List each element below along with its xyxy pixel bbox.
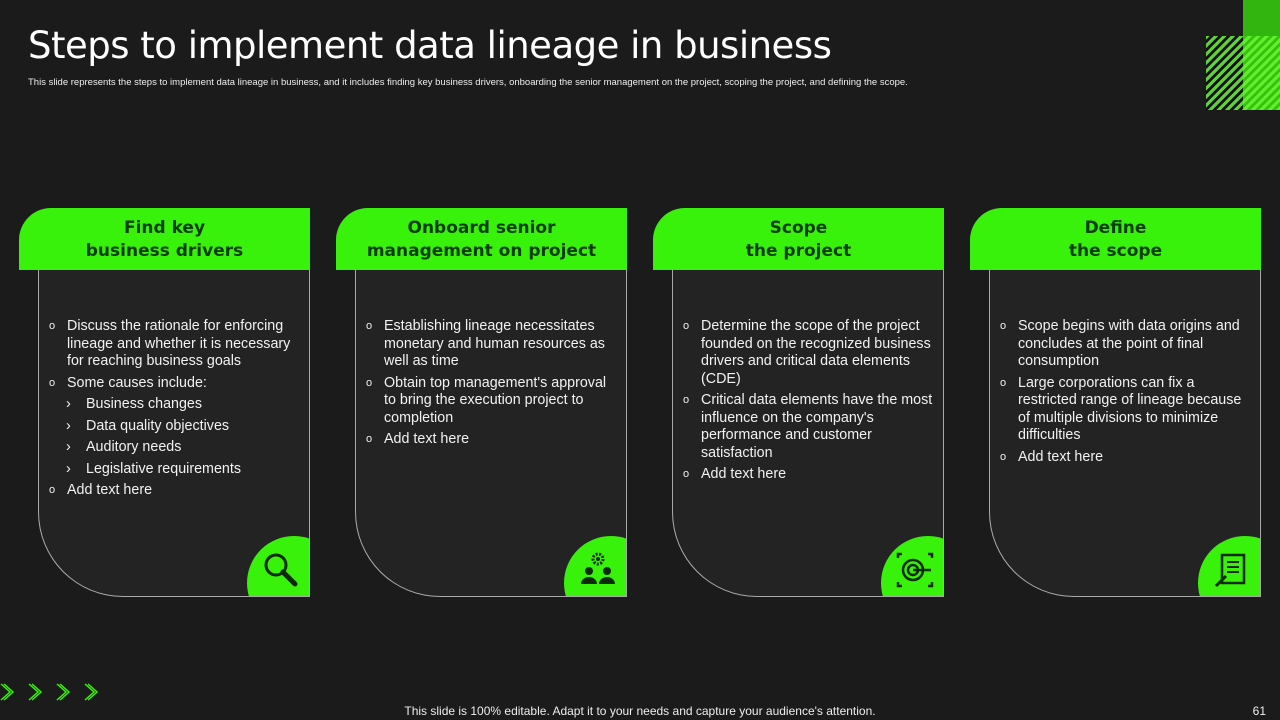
list-item: Add text here — [366, 431, 618, 449]
card-title-line1: Find key — [123, 218, 206, 238]
sub-list-item: Data quality objectives — [49, 418, 301, 436]
list-item: Scope begins with data origins and concl… — [1000, 318, 1252, 371]
card-body: Scope begins with data origins and concl… — [989, 270, 1261, 597]
magnifier-icon — [264, 553, 298, 587]
team-gear-icon — [581, 552, 615, 584]
list-item: Add text here — [49, 482, 301, 500]
document-pen-icon — [1214, 553, 1246, 588]
card-find-drivers: Find key business drivers Discuss the rat… — [19, 208, 311, 598]
card-define-scope: Define the scope Scope begins with data o… — [970, 208, 1262, 598]
list-item: Some causes include: — [49, 375, 301, 393]
card-body: Establishing lineage necessitates moneta… — [355, 270, 627, 597]
sub-list-item: Legislative requirements — [49, 461, 301, 479]
card-header: Onboard senior management on project — [336, 208, 627, 270]
list-item: Add text here — [1000, 449, 1252, 467]
sub-list-item: Business changes — [49, 396, 301, 414]
icon-circle — [881, 536, 943, 596]
list-item: Establishing lineage necessitates moneta… — [366, 318, 618, 371]
card-body: Determine the scope of the project found… — [672, 270, 944, 597]
target-icon — [896, 552, 934, 588]
card-header: Define the scope — [970, 208, 1261, 270]
page-number: 61 — [1252, 704, 1266, 718]
chevrons-icon — [0, 683, 99, 701]
page-title: Steps to implement data lineage in busin… — [28, 24, 832, 67]
card-scope-project: Scope the project Determine the scope of … — [653, 208, 945, 598]
card-title-line2: the scope — [1068, 241, 1163, 261]
corner-decoration — [1243, 0, 1280, 37]
card-header: Find key business drivers — [19, 208, 310, 270]
card-title-line2: management on project — [366, 241, 597, 261]
card-header: Scope the project — [653, 208, 944, 270]
card-title-line1: Onboard senior — [407, 218, 556, 238]
card-onboard-management: Onboard senior management on project Esta… — [336, 208, 628, 598]
card-title-line1: Scope — [769, 218, 828, 238]
page-subtitle: This slide represents the steps to imple… — [28, 77, 908, 88]
icon-circle — [564, 536, 626, 596]
card-title-line2: business drivers — [85, 241, 244, 261]
sub-list-item: Auditory needs — [49, 439, 301, 457]
chevron-decoration — [0, 682, 110, 702]
striped-decoration-accent — [1243, 36, 1280, 110]
list-item: Discuss the rationale for enforcing line… — [49, 318, 301, 371]
icon-circle — [1198, 536, 1260, 596]
list-item: Obtain top management's approval to brin… — [366, 375, 618, 428]
card-body: Discuss the rationale for enforcing line… — [38, 270, 310, 597]
list-item: Large corporations can fix a restricted … — [1000, 375, 1252, 445]
icon-circle — [247, 536, 309, 596]
list-item: Critical data elements have the most inf… — [683, 392, 935, 462]
card-title-line2: the project — [745, 241, 852, 261]
list-item: Determine the scope of the project found… — [683, 318, 935, 388]
card-title-line1: Define — [1084, 218, 1147, 238]
list-item: Add text here — [683, 466, 935, 484]
footer-note: This slide is 100% editable. Adapt it to… — [404, 704, 876, 718]
